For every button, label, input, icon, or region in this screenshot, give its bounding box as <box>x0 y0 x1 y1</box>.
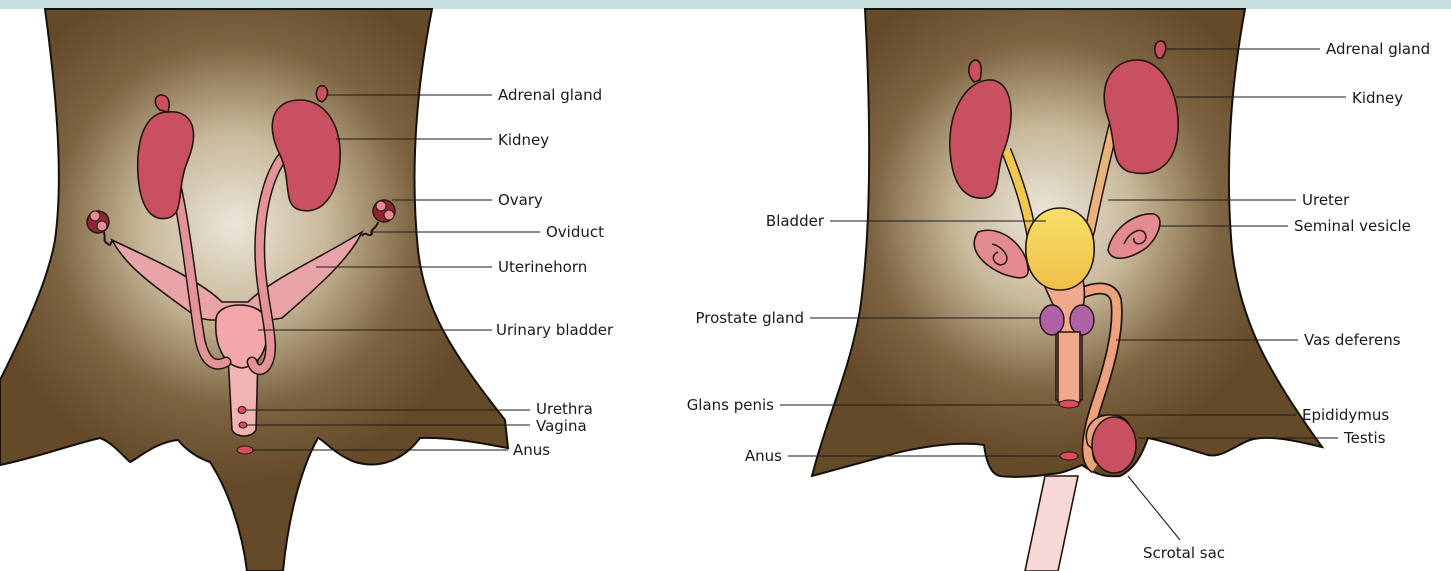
testis <box>1092 417 1136 473</box>
female-label-urinary-bladder: Urinary bladder <box>496 321 614 339</box>
female-label-anus: Anus <box>513 441 550 459</box>
penis-shaft <box>1058 332 1080 402</box>
male-tail <box>1025 476 1078 571</box>
male-label-anus: Anus <box>745 447 782 465</box>
male-label-epididymus: Epididymus <box>1302 406 1389 424</box>
male-bladder <box>1026 208 1094 290</box>
male-label-ureter: Ureter <box>1302 191 1350 209</box>
male-diagram: Adrenal gland Kidney Ureter Seminal vesi… <box>687 9 1430 571</box>
female-label-kidney: Kidney <box>498 131 549 149</box>
male-label-seminal-vesicle: Seminal vesicle <box>1294 217 1411 235</box>
glans-penis <box>1059 400 1079 408</box>
female-label-ovary: Ovary <box>498 191 543 209</box>
prostate-right-lobe <box>1070 305 1094 335</box>
male-anus-opening <box>1060 452 1078 460</box>
male-right-adrenal <box>1155 41 1166 58</box>
female-label-adrenal: Adrenal gland <box>498 86 602 104</box>
female-body-silhouette <box>0 9 508 571</box>
urethra-opening <box>238 407 246 414</box>
female-label-uterine-horn: Uterinehorn <box>498 258 587 276</box>
male-label-scrotal-sac: Scrotal sac <box>1143 544 1225 562</box>
male-label-vas-deferens: Vas deferens <box>1304 331 1401 349</box>
male-left-adrenal <box>969 60 981 82</box>
male-label-kidney: Kidney <box>1352 89 1403 107</box>
male-label-testis: Testis <box>1343 429 1386 447</box>
male-label-glans-penis: Glans penis <box>687 396 774 414</box>
male-label-adrenal: Adrenal gland <box>1326 40 1430 58</box>
anus-opening <box>237 446 253 454</box>
male-label-prostate: Prostate gland <box>696 309 804 327</box>
female-label-vagina: Vagina <box>536 417 587 435</box>
female-label-oviduct: Oviduct <box>546 223 604 241</box>
female-label-urethra: Urethra <box>536 400 593 418</box>
vagina-opening <box>239 422 247 428</box>
male-label-bladder: Bladder <box>766 212 825 230</box>
female-left-ovary <box>87 211 109 233</box>
prostate-left-lobe <box>1040 305 1064 335</box>
female-diagram: Adrenal gland Kidney Ovary Oviduct Uteri… <box>0 9 614 571</box>
female-right-ovary <box>373 200 395 222</box>
